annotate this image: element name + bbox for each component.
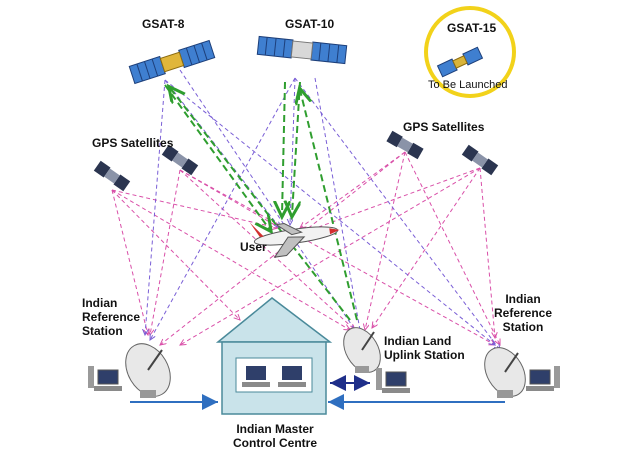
gps-satellites-right-label: GPS Satellites bbox=[403, 120, 485, 134]
right-reference-dish-icon bbox=[484, 347, 526, 398]
gsat10-satellite-icon bbox=[256, 35, 348, 65]
master-control-building bbox=[215, 297, 333, 415]
master-control-label: Indian Master Control Centre bbox=[233, 422, 317, 450]
computer-icons bbox=[88, 366, 560, 393]
uplink-links bbox=[164, 81, 358, 321]
reference-station-right-label: Indian Reference Station bbox=[493, 292, 553, 334]
gsat15-badge bbox=[424, 6, 516, 98]
left-reference-dish-icon bbox=[125, 343, 171, 398]
user-label: User bbox=[240, 240, 267, 254]
uplink-station-label: Indian Land Uplink Station bbox=[384, 334, 465, 362]
gsat15-note: To Be Launched bbox=[428, 79, 508, 91]
gps-satellite-icons bbox=[93, 130, 499, 192]
gsat8-label: GSAT-8 bbox=[142, 17, 185, 31]
aircraft-icon bbox=[249, 222, 340, 258]
satellite-icon bbox=[436, 46, 484, 78]
geo-signal-links bbox=[145, 69, 500, 350]
gsat8-satellite-icon bbox=[128, 39, 216, 85]
gps-satellites-left-label: GPS Satellites bbox=[92, 136, 174, 150]
reference-station-left-label: Indian Reference Station bbox=[82, 296, 141, 338]
ground-links bbox=[130, 375, 505, 410]
gsat10-label: GSAT-10 bbox=[285, 17, 335, 31]
uplink-dish-icon bbox=[343, 327, 381, 373]
gps-signal-links bbox=[111, 151, 500, 345]
gsat15-label: GSAT-15 bbox=[447, 21, 497, 35]
